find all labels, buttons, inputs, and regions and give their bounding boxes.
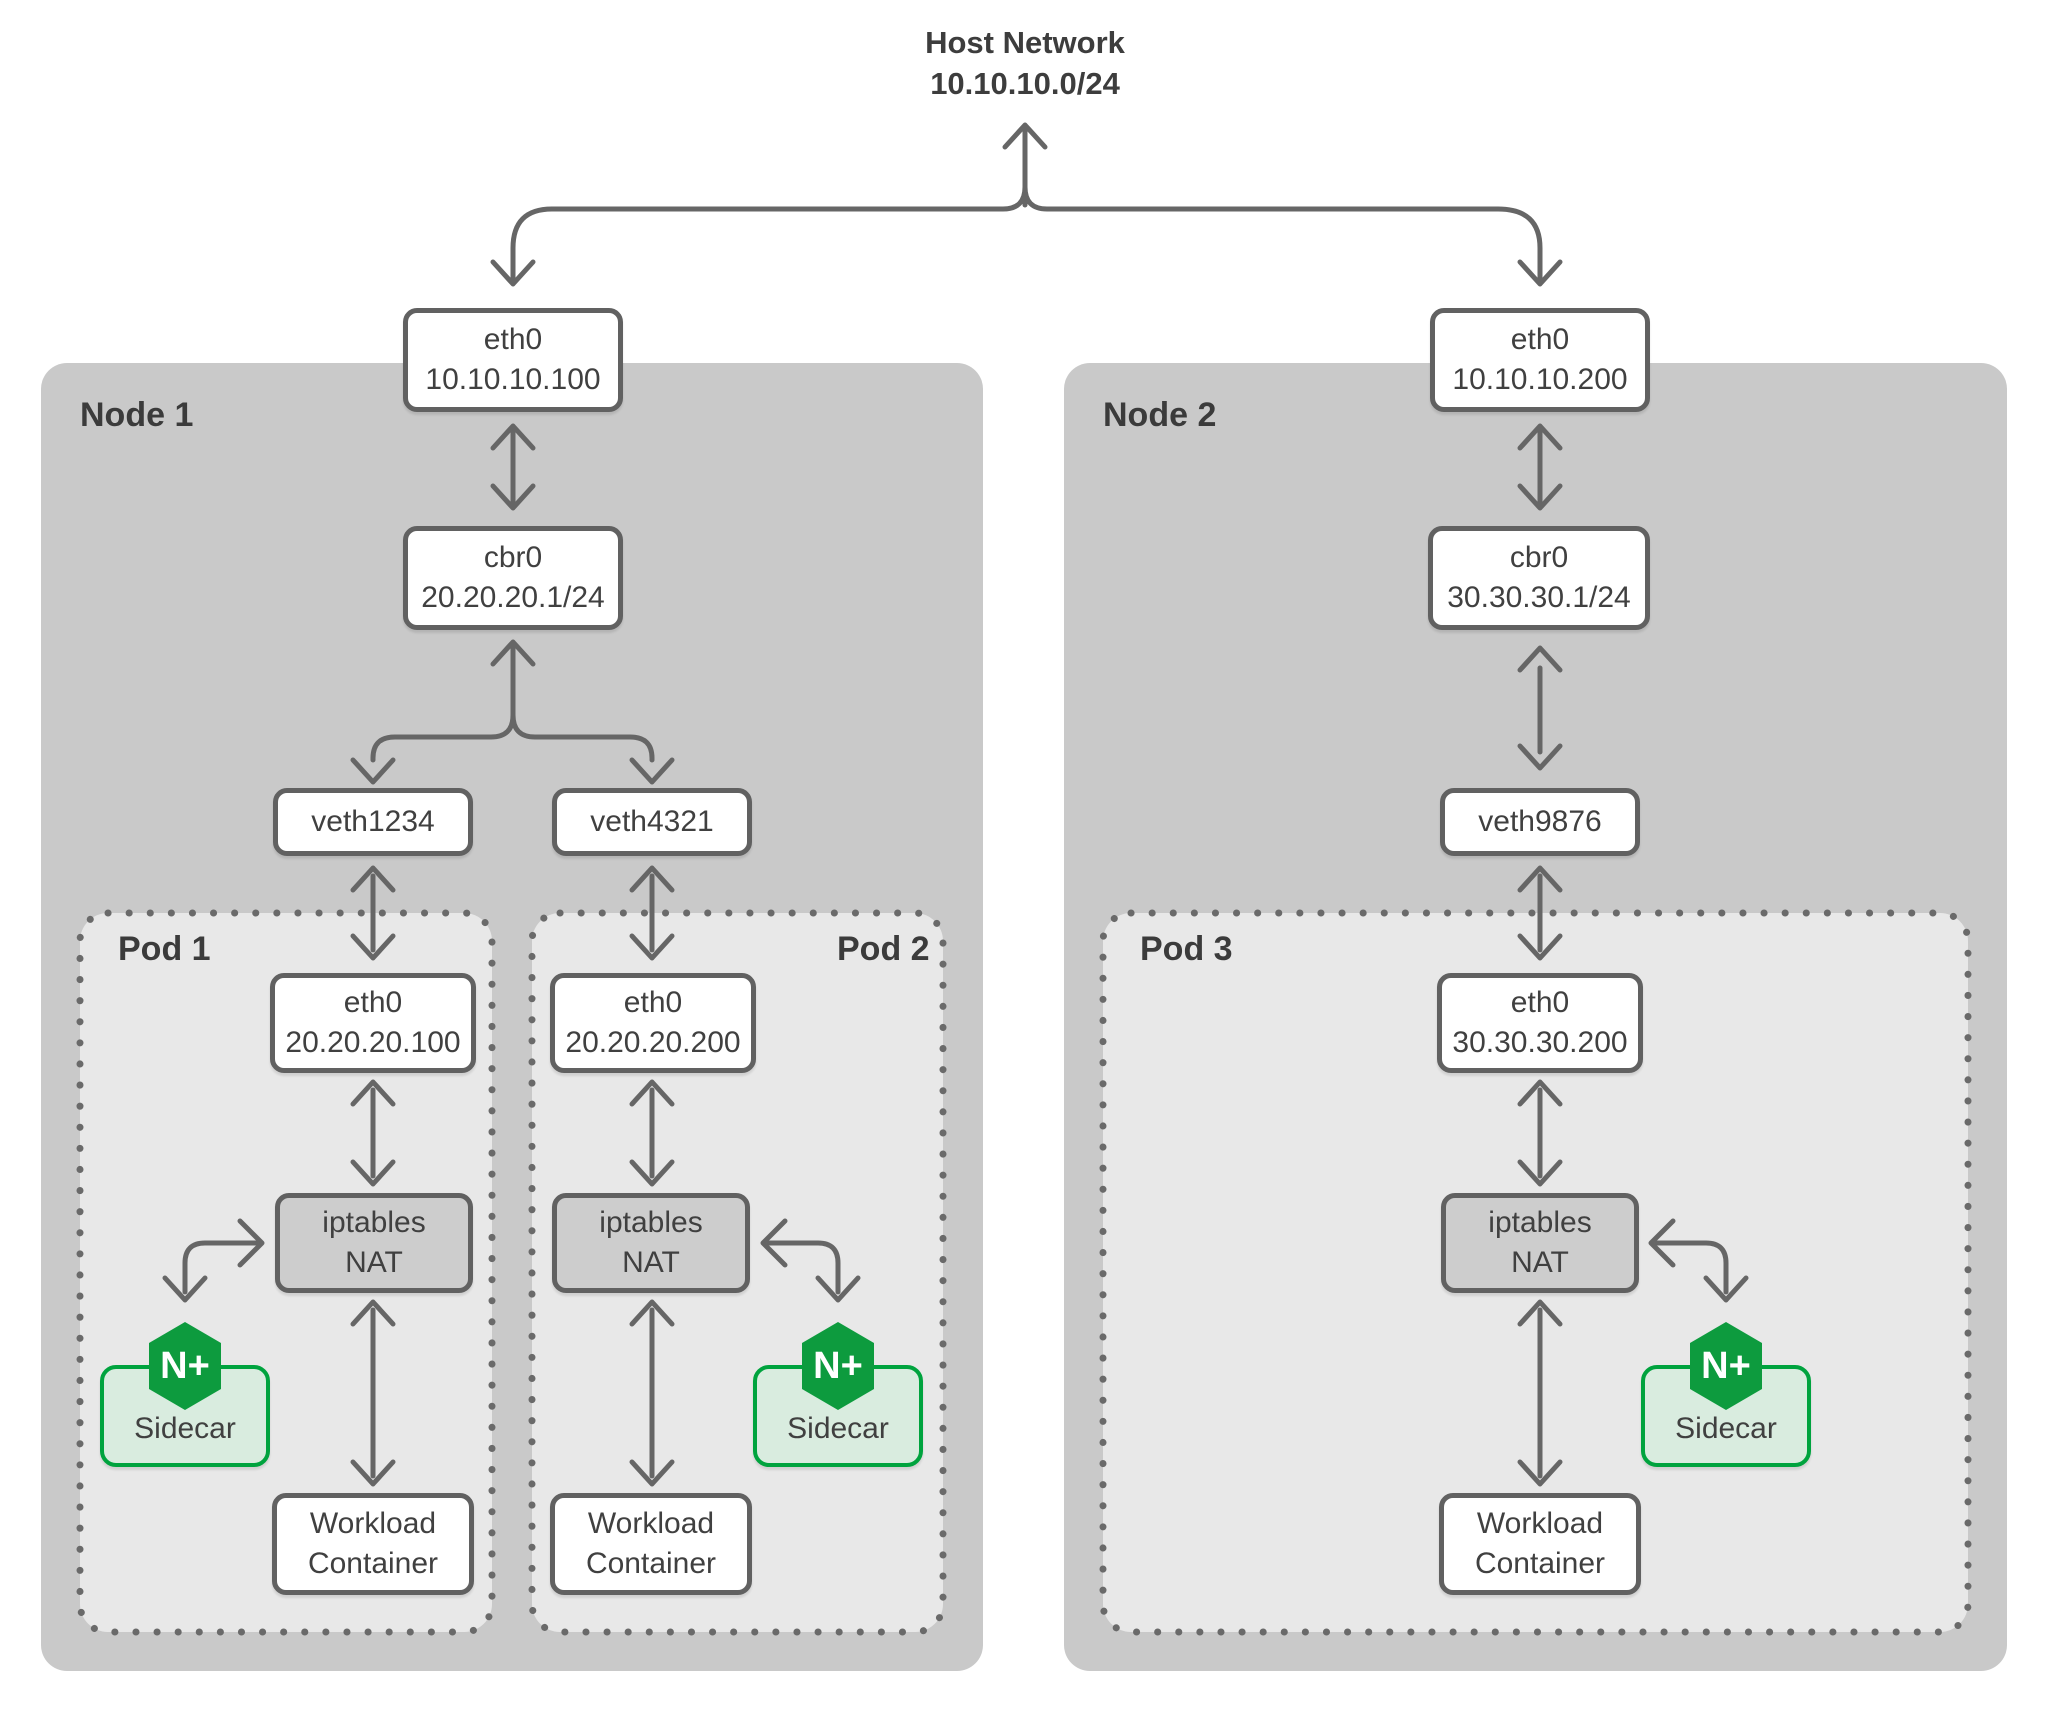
node2-eth0-box: eth0 10.10.10.200 xyxy=(1430,308,1650,412)
node1-eth0-box: eth0 10.10.10.100 xyxy=(403,308,623,412)
arrow-eth0-nat xyxy=(350,1079,1563,1187)
pod1-nginx-plus-icon: N+ xyxy=(145,1320,225,1412)
pod3-nat-line1: iptables xyxy=(1488,1206,1592,1239)
pod2-sidecar-box: Sidecar xyxy=(753,1365,923,1467)
pod3-nginx-plus-badge: N+ xyxy=(1701,1344,1751,1387)
pod1-eth0-box: eth0 20.20.20.100 xyxy=(270,973,476,1073)
pod1-workload-line2: Container xyxy=(307,1547,439,1580)
pod-1-dotted-border xyxy=(76,909,496,1636)
arrow-sidecar-nat-pod3 xyxy=(1648,1218,1749,1303)
arrow-node1-eth0-cbr0 xyxy=(490,423,536,511)
node2-cbr0-name: cbr0 xyxy=(1509,541,1569,574)
arrow-veth-pod-eth0 xyxy=(350,865,1563,961)
node1-cbr0-box: cbr0 20.20.20.1/24 xyxy=(403,526,623,630)
pod2-eth0-ip: 20.20.20.200 xyxy=(565,1026,741,1059)
pod3-nginx-plus-icon: N+ xyxy=(1686,1320,1766,1412)
node1-veth1234-box: veth1234 xyxy=(273,788,473,856)
pod3-eth0-name: eth0 xyxy=(1510,986,1570,1019)
pod3-workload-line2: Container xyxy=(1474,1547,1606,1580)
pod-2-label: Pod 2 xyxy=(837,930,930,968)
pod1-eth0-ip: 20.20.20.100 xyxy=(285,1026,461,1059)
pod3-nat-line2: NAT xyxy=(1511,1246,1569,1279)
host-network-title-line2: 10.10.10.0/24 xyxy=(930,66,1120,101)
node1-cbr0-ip: 20.20.20.1/24 xyxy=(421,581,605,614)
pod1-sidecar-label: Sidecar xyxy=(134,1412,236,1445)
pod2-eth0-box: eth0 20.20.20.200 xyxy=(550,973,756,1073)
pod1-nat-line1: iptables xyxy=(322,1206,426,1239)
arrow-sidecar-nat-pod1 xyxy=(162,1218,265,1303)
pod1-iptables-nat-box: iptables NAT xyxy=(275,1193,473,1293)
pod1-workload-container-box: Workload Container xyxy=(272,1493,474,1595)
arrow-node1-cbr0-veth-split xyxy=(350,639,675,785)
host-network-title: Host Network 10.10.10.0/24 xyxy=(925,22,1125,104)
pod2-nat-line1: iptables xyxy=(599,1206,703,1239)
host-network-title-line1: Host Network xyxy=(925,25,1125,60)
pod2-workload-line1: Workload xyxy=(587,1507,715,1540)
arrow-nat-workload xyxy=(350,1299,1563,1487)
pod2-nat-line2: NAT xyxy=(622,1246,680,1279)
pod2-iptables-nat-box: iptables NAT xyxy=(552,1193,750,1293)
pod3-eth0-ip: 30.30.30.200 xyxy=(1452,1026,1628,1059)
pod1-nat-line2: NAT xyxy=(345,1246,403,1279)
node2-cbr0-ip: 30.30.30.1/24 xyxy=(1447,581,1631,614)
node1-eth0-name: eth0 xyxy=(483,323,543,356)
node2-eth0-name: eth0 xyxy=(1510,323,1570,356)
pod3-sidecar-label: Sidecar xyxy=(1675,1412,1777,1445)
node1-cbr0-name: cbr0 xyxy=(483,541,543,574)
arrow-node2-cbr0-veth xyxy=(1517,645,1563,771)
node-2-label: Node 2 xyxy=(1103,396,1217,434)
pod3-iptables-nat-box: iptables NAT xyxy=(1441,1193,1639,1293)
arrow-sidecar-nat-pod2 xyxy=(760,1218,861,1303)
node1-veth4321-box: veth4321 xyxy=(552,788,752,856)
pod1-workload-line1: Workload xyxy=(309,1507,437,1540)
pod2-eth0-name: eth0 xyxy=(623,986,683,1019)
pod2-workload-container-box: Workload Container xyxy=(550,1493,752,1595)
node-1-label: Node 1 xyxy=(80,396,194,434)
arrow-host-network-branch xyxy=(490,122,1563,287)
pod3-eth0-box: eth0 30.30.30.200 xyxy=(1437,973,1643,1073)
pod3-workload-line1: Workload xyxy=(1476,1507,1604,1540)
node2-veth9876-box: veth9876 xyxy=(1440,788,1640,856)
pod2-sidecar-label: Sidecar xyxy=(787,1412,889,1445)
pod-1-label: Pod 1 xyxy=(118,930,211,968)
pod3-workload-container-box: Workload Container xyxy=(1439,1493,1641,1595)
pod-3-label: Pod 3 xyxy=(1140,930,1233,968)
node2-cbr0-box: cbr0 30.30.30.1/24 xyxy=(1428,526,1650,630)
pod2-workload-line2: Container xyxy=(585,1547,717,1580)
pod2-nginx-plus-icon: N+ xyxy=(798,1320,878,1412)
pod-2-dotted-border xyxy=(528,909,947,1636)
pod1-eth0-name: eth0 xyxy=(343,986,403,1019)
node1-eth0-ip: 10.10.10.100 xyxy=(425,363,601,396)
node2-eth0-ip: 10.10.10.200 xyxy=(1452,363,1628,396)
pod1-nginx-plus-badge: N+ xyxy=(160,1344,210,1387)
pod2-nginx-plus-badge: N+ xyxy=(813,1344,863,1387)
pod-3-dotted-border xyxy=(1099,909,1972,1636)
arrow-node2-eth0-cbr0 xyxy=(1517,423,1563,511)
